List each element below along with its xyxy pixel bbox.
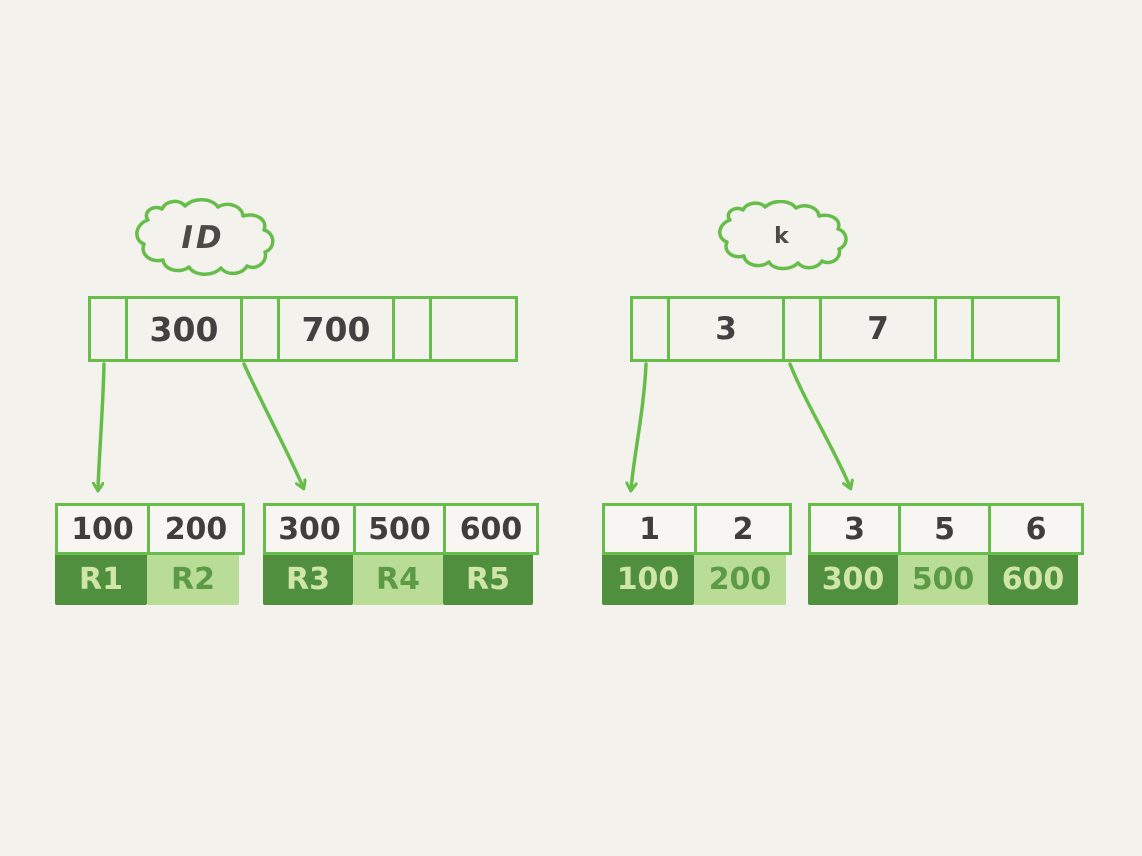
- leaf-node-d-key-0: 3: [811, 506, 901, 552]
- arrow-id-ptr2-to-leaf-b: [242, 362, 303, 487]
- leaf-node-c-key-1: 2: [732, 511, 754, 547]
- leaf-node-c[interactable]: 1 2 100 200: [602, 503, 792, 605]
- leaf-node-d[interactable]: 3 5 6 300 500 600: [808, 503, 1084, 605]
- internal-node-id-key-700: 700: [280, 299, 395, 359]
- leaf-node-d-keys: 3 5 6: [808, 503, 1084, 555]
- callout-label-k: k: [774, 223, 790, 249]
- leaf-node-b-record-2: R5: [443, 553, 533, 605]
- internal-node-id-free-space: [432, 299, 515, 359]
- leaf-node-a-record-0: R1: [55, 553, 147, 605]
- leaf-node-d-key-2: 6: [1025, 511, 1047, 547]
- leaf-node-d-record-1: 500: [898, 553, 988, 605]
- internal-node-k-pointer-0[interactable]: [633, 299, 670, 359]
- leaf-node-b-key-0: 300: [266, 506, 356, 552]
- internal-node-id-pointer-1[interactable]: [243, 299, 280, 359]
- leaf-node-a-key-0: 100: [58, 506, 150, 552]
- internal-node-k-pointer-1[interactable]: [785, 299, 822, 359]
- internal-node-k-pointer-2[interactable]: [937, 299, 974, 359]
- internal-node-k-free-space: [974, 299, 1057, 359]
- leaf-node-c-records: 100 200: [602, 553, 792, 605]
- cloud-shape-icon: [718, 200, 848, 271]
- internal-node-id-key-300: 300: [128, 299, 243, 359]
- leaf-node-a-key-1: 200: [164, 511, 228, 547]
- leaf-node-b[interactable]: 300 500 600 R3 R4 R5: [263, 503, 539, 605]
- leaf-node-b-record-1: R4: [353, 553, 443, 605]
- leaf-node-d-records: 300 500 600: [808, 553, 1084, 605]
- leaf-node-c-record-0: 100: [602, 553, 694, 605]
- leaf-node-b-record-0: R3: [263, 553, 353, 605]
- callout-cloud-k: k: [706, 200, 858, 272]
- leaf-node-a-keys: 100 200: [55, 503, 245, 555]
- callout-label-id: ID: [181, 220, 225, 256]
- leaf-node-b-keys: 300 500 600: [263, 503, 539, 555]
- internal-node-k[interactable]: 3 7: [630, 296, 1060, 362]
- arrow-k-ptr2-to-leaf-d: [788, 362, 850, 487]
- internal-node-k-key-3: 3: [670, 299, 785, 359]
- callout-cloud-id: ID: [122, 198, 284, 278]
- leaf-node-d-record-2: 600: [988, 553, 1078, 605]
- leaf-node-d-record-0: 300: [808, 553, 898, 605]
- leaf-node-a[interactable]: 100 200 R1 R2: [55, 503, 245, 605]
- internal-node-id-pointer-0[interactable]: [91, 299, 128, 359]
- leaf-node-c-record-1: 200: [694, 553, 786, 605]
- internal-node-k-key-7: 7: [822, 299, 937, 359]
- leaf-node-b-key-1: 500: [356, 506, 446, 552]
- leaf-node-a-record-1: R2: [147, 553, 239, 605]
- arrow-k-ptr1-to-leaf-c: [631, 362, 648, 489]
- internal-node-id[interactable]: 300 700: [88, 296, 518, 362]
- cloud-shape-icon: [135, 198, 275, 276]
- leaf-node-b-key-2: 600: [459, 511, 523, 547]
- leaf-node-d-key-1: 5: [901, 506, 991, 552]
- leaf-node-c-key-0: 1: [605, 506, 697, 552]
- leaf-node-c-keys: 1 2: [602, 503, 792, 555]
- leaf-node-a-records: R1 R2: [55, 553, 245, 605]
- arrow-id-ptr1-to-leaf-a: [98, 362, 106, 489]
- internal-node-id-pointer-2[interactable]: [395, 299, 432, 359]
- leaf-node-b-records: R3 R4 R5: [263, 553, 539, 605]
